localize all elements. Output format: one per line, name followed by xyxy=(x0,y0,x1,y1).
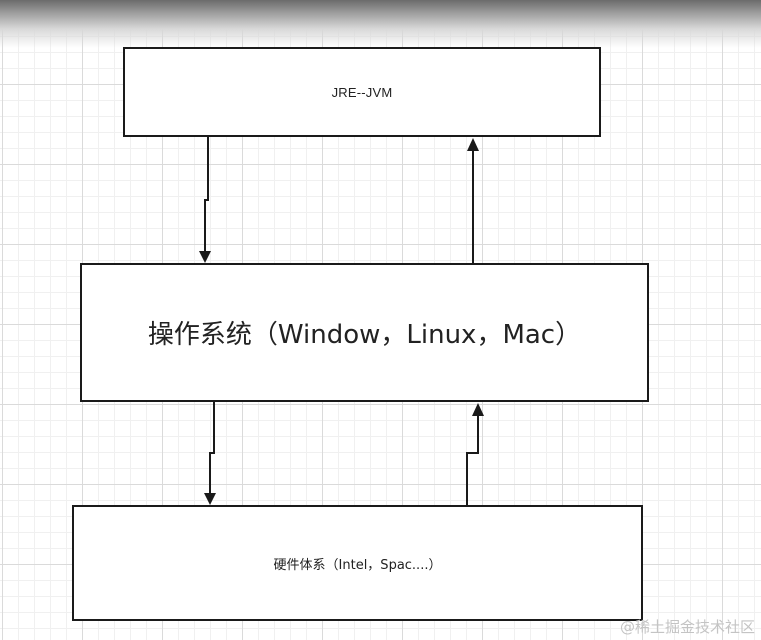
arrow-hardware-to-os xyxy=(466,403,484,505)
hardware-label: 硬件体系（Intel，Spac....） xyxy=(273,557,442,573)
jre-jvm-box: JRE--JVM xyxy=(123,47,601,137)
operating-system-box: 操作系统（Window，Linux，Mac） xyxy=(80,263,649,402)
operating-system-label: 操作系统（Window，Linux，Mac） xyxy=(147,320,582,350)
jre-jvm-label: JRE--JVM xyxy=(331,84,393,100)
arrow-os-to-hardware xyxy=(204,402,216,505)
hardware-box: 硬件体系（Intel，Spac....） xyxy=(72,505,643,621)
watermark: @稀土掘金技术社区 xyxy=(619,618,755,636)
arrow-jre-to-os xyxy=(199,137,211,263)
arrow-os-to-jre xyxy=(467,138,479,263)
top-shadow xyxy=(0,0,761,48)
